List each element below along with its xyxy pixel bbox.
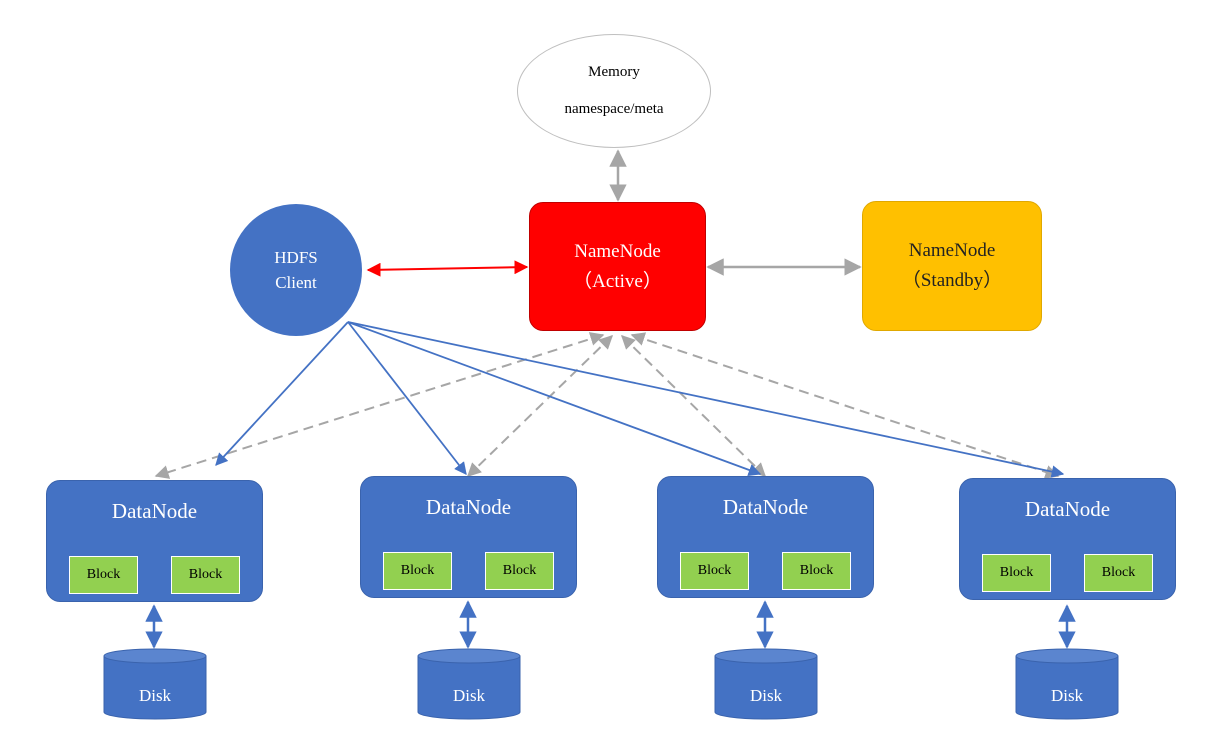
namenode-standby-state: （Standby） — [901, 270, 1003, 291]
namenode-standby: NameNode （Standby） — [862, 201, 1042, 331]
block: Block — [485, 552, 554, 590]
block: Block — [982, 554, 1051, 592]
block: Block — [69, 556, 138, 594]
disk-1: Disk — [103, 648, 207, 720]
disk-cylinder-icon — [103, 648, 207, 720]
heartbeat-link-2 — [466, 335, 614, 477]
datanode-title: DataNode — [425, 495, 512, 519]
block: Block — [383, 552, 452, 590]
datanode-2: DataNode Block Block — [360, 476, 577, 598]
client-namenode-link — [366, 260, 529, 277]
namenode-active: NameNode （Active） — [529, 202, 706, 331]
memory-label: Memory — [588, 64, 640, 81]
datanode-3: DataNode Block Block — [657, 476, 874, 598]
hdfs-client-node: HDFS Client — [230, 204, 362, 336]
disk-label: Disk — [138, 686, 172, 705]
disk-label: Disk — [1050, 686, 1084, 705]
heartbeat-link-1 — [154, 332, 605, 479]
disk-2: Disk — [417, 648, 521, 720]
memory-node: Memory namespace/meta — [517, 34, 711, 148]
client-label-line2: Client — [275, 273, 317, 292]
client-label-line1: HDFS — [274, 248, 318, 267]
block: Block — [171, 556, 240, 594]
datanode-title: DataNode — [111, 499, 198, 523]
datanode-1: DataNode Block Block — [46, 480, 263, 602]
namenode-standby-name: NameNode — [908, 240, 996, 261]
namenode-active-state: （Active） — [573, 270, 662, 292]
client-datanode-link-1 — [215, 321, 349, 466]
disk-label: Disk — [452, 686, 486, 705]
namenode-active-name: NameNode — [574, 240, 661, 262]
client-datanode-link-4 — [347, 321, 1065, 478]
disk-cylinder-icon — [1015, 648, 1119, 720]
heartbeat-link-4 — [630, 332, 1060, 479]
client-datanode-link-2 — [347, 321, 467, 475]
client-datanode-link-3 — [347, 321, 762, 476]
disk-cylinder-icon — [714, 648, 818, 720]
disk-cylinder-icon — [417, 648, 521, 720]
disk-label: Disk — [749, 686, 783, 705]
block: Block — [782, 552, 851, 590]
block: Block — [680, 552, 749, 590]
disk-3: Disk — [714, 648, 818, 720]
disk-4: Disk — [1015, 648, 1119, 720]
datanode-title: DataNode — [722, 495, 809, 519]
datanode-title: DataNode — [1024, 497, 1111, 521]
datanode-4: DataNode Block Block — [959, 478, 1176, 600]
block: Block — [1084, 554, 1153, 592]
memory-sublabel: namespace/meta — [564, 100, 664, 117]
